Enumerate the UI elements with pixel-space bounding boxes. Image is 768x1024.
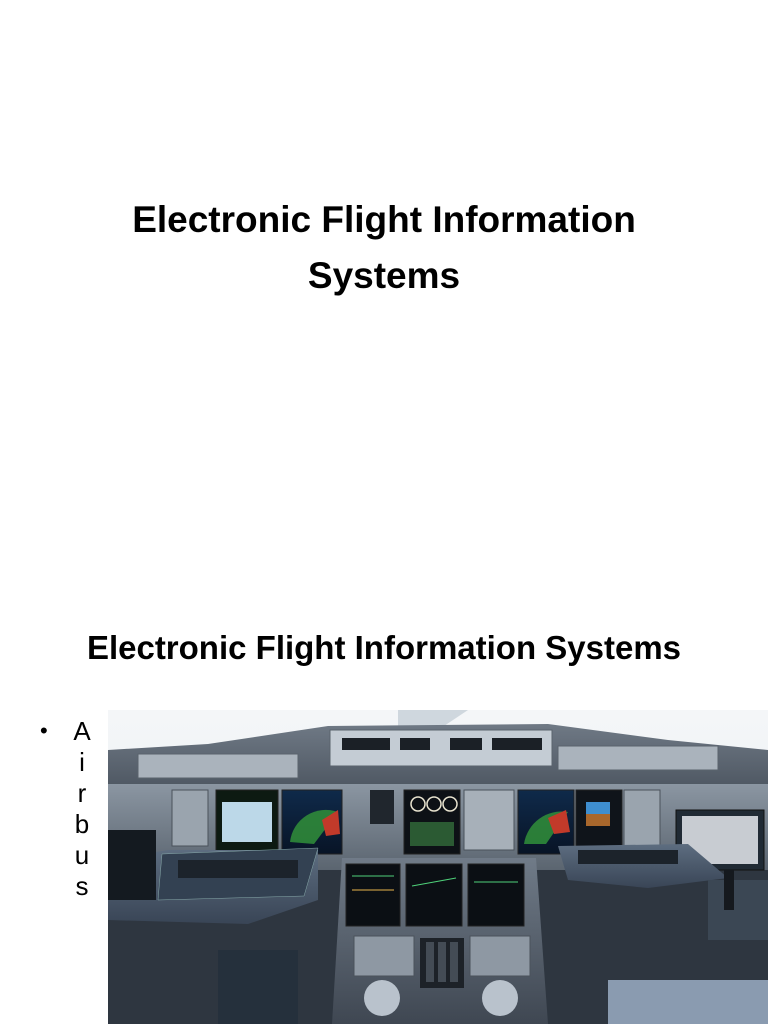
pfd-ground	[586, 814, 610, 826]
oit-display-left	[222, 802, 272, 842]
window-frame	[398, 710, 468, 730]
slide-1-title-line-1: Electronic Flight Information	[132, 199, 636, 240]
trackball-right	[482, 980, 518, 1016]
slide-2: Electronic Flight Information Systems • …	[0, 592, 768, 1024]
bullet-letter: u	[74, 840, 90, 870]
pedestal-display-right	[467, 863, 525, 927]
fcu-display-left	[342, 738, 390, 750]
engine-gauge-1	[410, 796, 426, 812]
seat-left	[218, 950, 298, 1024]
fcu-display-heading	[450, 738, 482, 750]
bullet-dot-icon: •	[40, 718, 48, 743]
thrust-lever	[438, 942, 446, 982]
mcdu-right	[469, 935, 531, 977]
thrust-lever	[426, 942, 434, 982]
engine-gauge-3	[442, 796, 458, 812]
efis-panel-left	[137, 753, 299, 779]
trackball-left	[364, 980, 400, 1016]
side-display-left	[108, 830, 156, 900]
center-control-panel	[463, 789, 515, 851]
keyboard-left	[178, 860, 298, 878]
bullet-letter: s	[75, 871, 89, 901]
bullet-letter: i	[79, 747, 85, 777]
fcu-display-right	[492, 738, 542, 750]
seat-right	[608, 980, 768, 1024]
engine-gauge-2	[426, 796, 442, 812]
pedestal-display-center	[405, 863, 463, 927]
keyboard-right	[578, 850, 678, 864]
bullet-letter: b	[74, 809, 90, 839]
radar-return-red-right	[548, 810, 570, 834]
sidestick-console-right	[708, 880, 768, 940]
bullet-text: A i r b u s	[70, 716, 94, 902]
thrust-lever	[450, 942, 458, 982]
side-switch-panel-left	[171, 789, 209, 847]
pfd-sky	[586, 802, 610, 814]
efis-panel-right	[557, 745, 719, 771]
slide-1: Electronic Flight Information Systems	[60, 192, 708, 304]
display-trace	[411, 877, 457, 887]
aircraft-cockpit-photo	[108, 710, 768, 1024]
bullet-letter: r	[77, 778, 87, 808]
slide-2-title: Electronic Flight Information Systems	[86, 629, 682, 666]
fcu-display-speed	[400, 738, 430, 750]
mcdu-left	[353, 935, 415, 977]
standby-instrument	[370, 790, 394, 824]
pedestal-display-left	[345, 863, 401, 927]
bullet-letter: A	[73, 716, 91, 746]
radar-return-red-left	[322, 810, 340, 836]
slide-1-title-line-2: Systems	[307, 255, 461, 296]
engine-warning-area	[410, 822, 454, 846]
side-switch-panel-right	[623, 789, 661, 847]
sidestick-right	[724, 870, 734, 910]
slide-1-title: Electronic Flight Information Systems	[60, 192, 708, 304]
